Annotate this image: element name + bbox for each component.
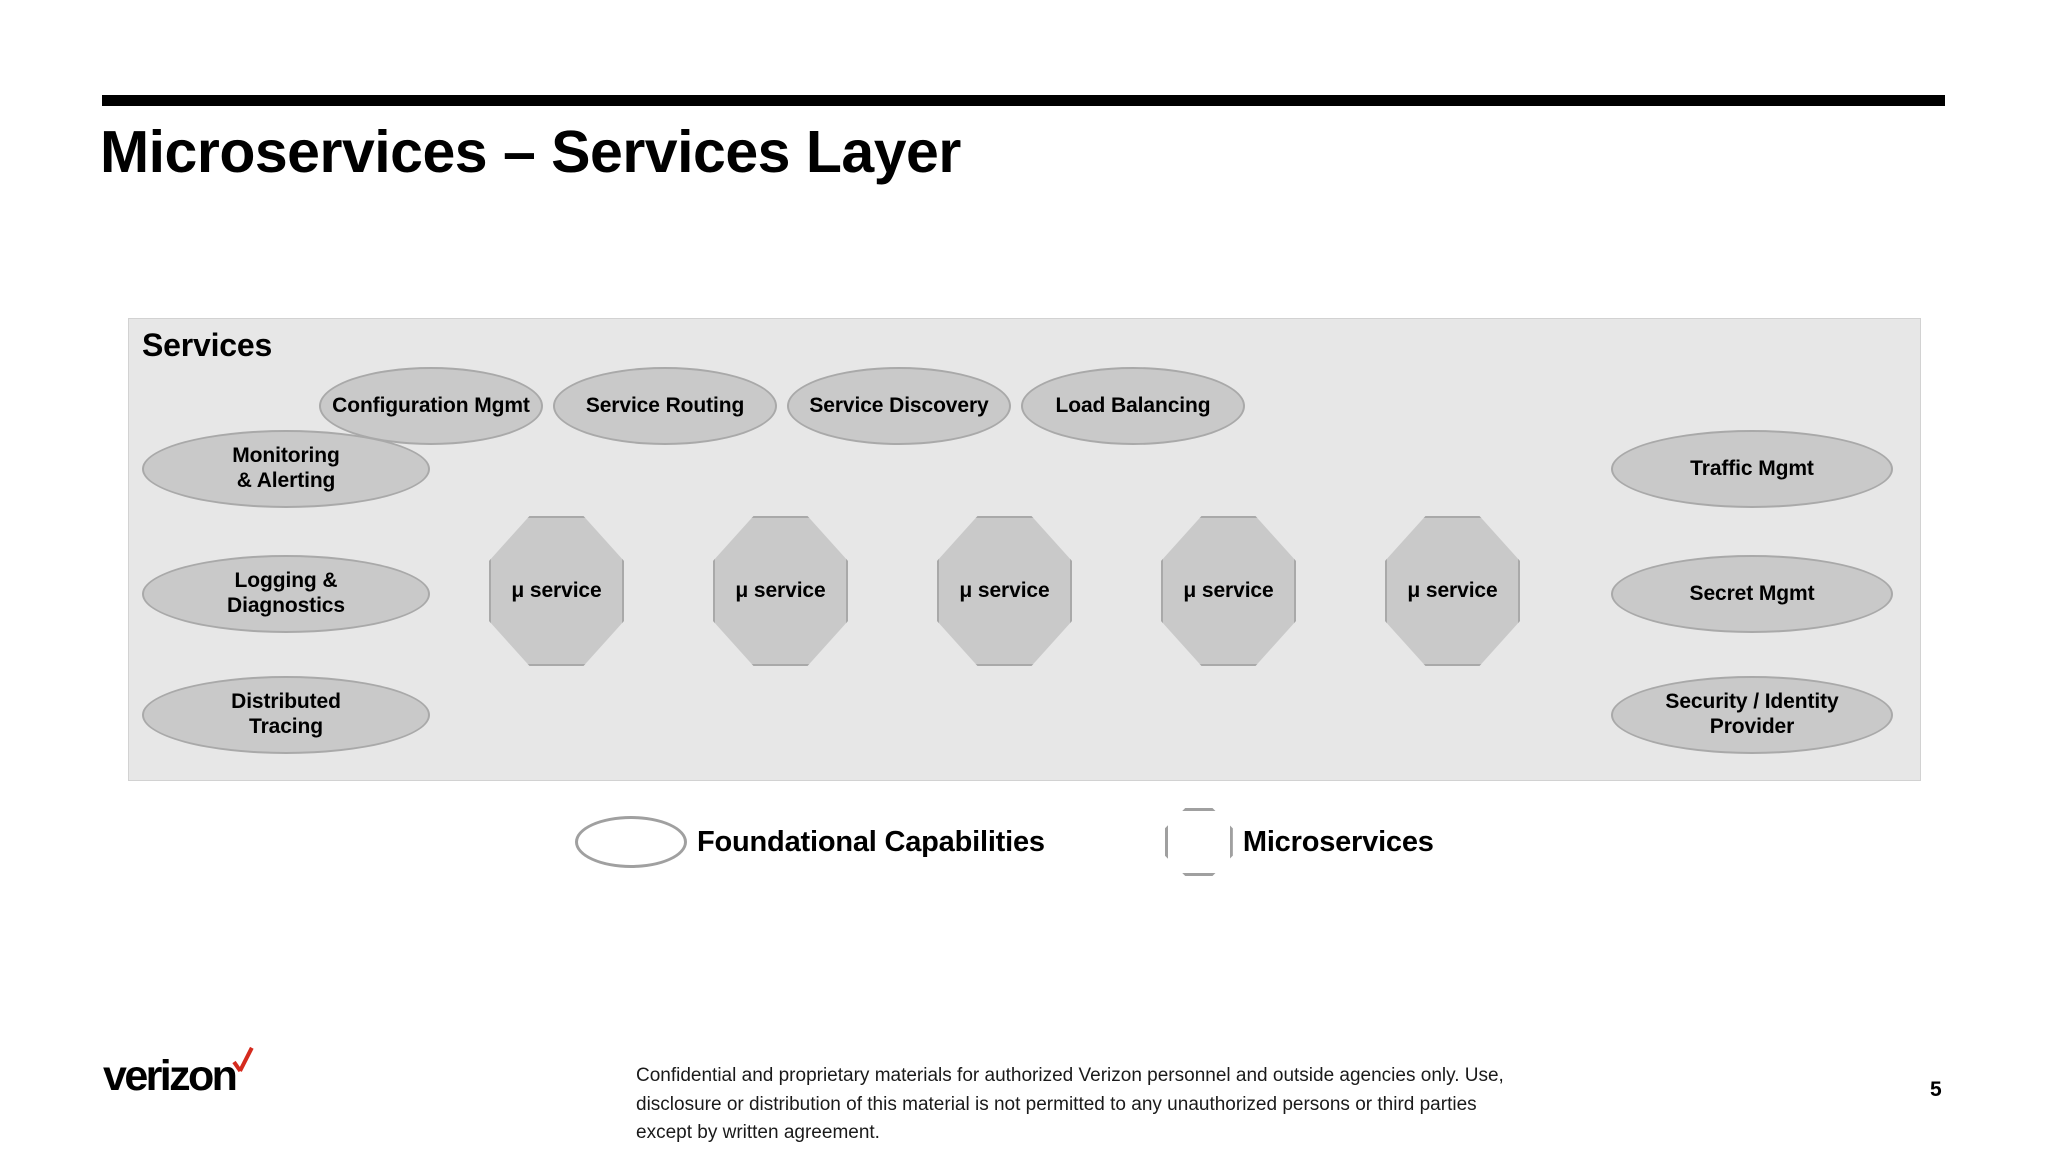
node-label: μ service [959, 578, 1050, 602]
node-microservice-5[interactable]: μ service [1385, 516, 1520, 666]
services-panel-title: Services [142, 327, 273, 363]
page-title: Microservices – Services Layer [100, 119, 961, 185]
octagon-swatch-icon [1164, 808, 1233, 876]
node-label: Traffic Mgmt [1690, 456, 1814, 480]
node-logging-diagnostics[interactable]: Logging &Diagnostics [142, 555, 430, 633]
ellipse-swatch-icon [575, 816, 687, 868]
node-configuration-mgmt[interactable]: Configuration Mgmt [319, 367, 543, 445]
verizon-checkmark-icon [233, 1045, 259, 1079]
node-service-routing[interactable]: Service Routing [553, 367, 777, 445]
node-secret-mgmt[interactable]: Secret Mgmt [1611, 555, 1893, 633]
legend-label: Microservices [1242, 825, 1434, 858]
node-monitoring-alerting[interactable]: Monitoring& Alerting [142, 430, 430, 508]
node-label: Service Discovery [809, 393, 989, 417]
legend-item-microservices: Microservices [1164, 808, 1434, 876]
footer-disclaimer: Confidential and proprietary materials f… [636, 1065, 1504, 1143]
node-microservice-2[interactable]: μ service [713, 516, 848, 666]
node-label: μ service [735, 578, 826, 602]
node-label: Configuration Mgmt [332, 393, 530, 417]
services-panel: Services Configuration Mgmt Service Routi… [128, 318, 1921, 781]
node-label: μ service [511, 578, 602, 602]
node-microservice-3[interactable]: μ service [937, 516, 1072, 666]
node-label: Load Balancing [1055, 393, 1211, 417]
node-label: Secret Mgmt [1689, 581, 1815, 605]
node-microservice-1[interactable]: μ service [489, 516, 624, 666]
node-load-balancing[interactable]: Load Balancing [1021, 367, 1245, 445]
node-label: Monitoring& Alerting [232, 444, 340, 492]
node-label: Service Routing [585, 393, 745, 417]
diagram-legend: Foundational Capabilities Microservices [575, 808, 1434, 876]
title-divider-rule [102, 95, 1945, 106]
node-traffic-mgmt[interactable]: Traffic Mgmt [1611, 430, 1893, 508]
page-number: 5 [1930, 1078, 1942, 1101]
legend-label: Foundational Capabilities [697, 825, 1045, 858]
verizon-logo: verizon [103, 1055, 259, 1098]
node-label: μ service [1407, 578, 1498, 602]
node-microservice-4[interactable]: μ service [1161, 516, 1296, 666]
legend-item-foundational-capabilities: Foundational Capabilities [575, 816, 1045, 868]
node-label: μ service [1183, 578, 1274, 602]
node-label: Logging &Diagnostics [227, 569, 345, 617]
verizon-wordmark: verizon [103, 1052, 238, 1100]
node-service-discovery[interactable]: Service Discovery [787, 367, 1011, 445]
